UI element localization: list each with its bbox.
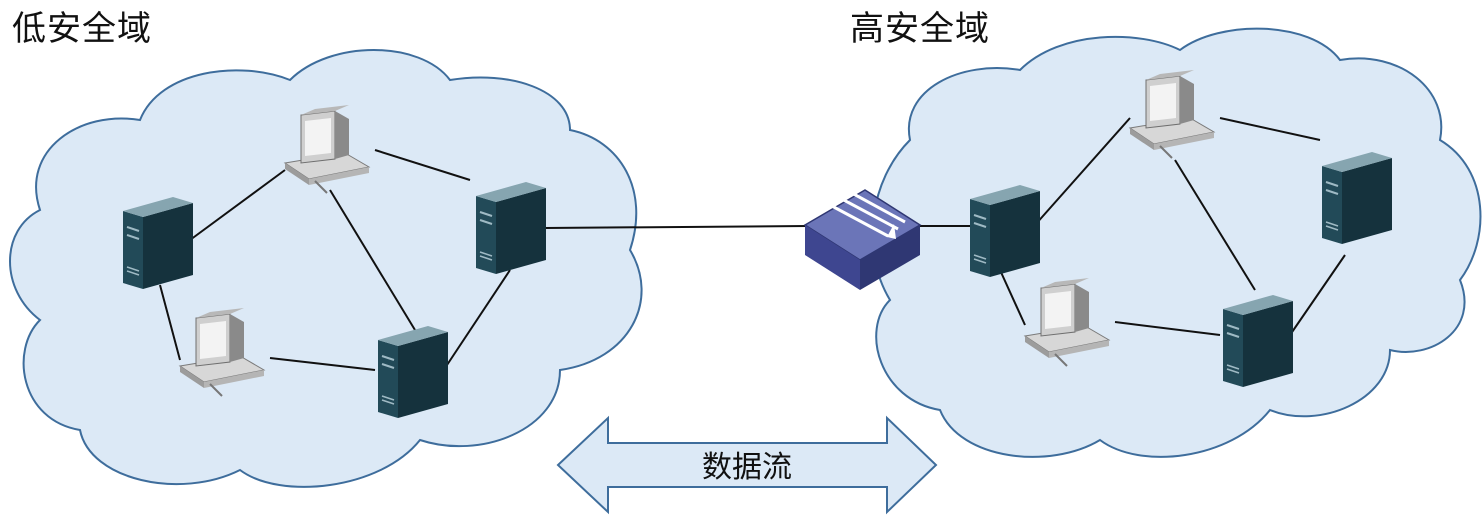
low-security-cloud (9, 49, 643, 488)
high-server-right-icon (1321, 151, 1393, 245)
low-zone-links (159, 149, 809, 371)
low-security-zone-title: 低安全域 (12, 9, 152, 49)
high-security-cloud (871, 27, 1482, 458)
high-security-zone-title: 高安全域 (850, 9, 990, 49)
security-gateway-icon (803, 189, 922, 290)
data-flow-arrow: 数据流 (556, 415, 938, 515)
high-server-bottom-icon (1222, 294, 1294, 388)
high-zone-links (918, 117, 1346, 336)
data-flow-label: 数据流 (702, 450, 792, 485)
high-server-left-icon (969, 184, 1041, 278)
low-server-left-icon (122, 196, 194, 290)
low-server-bottom-icon (377, 325, 449, 419)
low-server-right-icon (475, 181, 547, 275)
